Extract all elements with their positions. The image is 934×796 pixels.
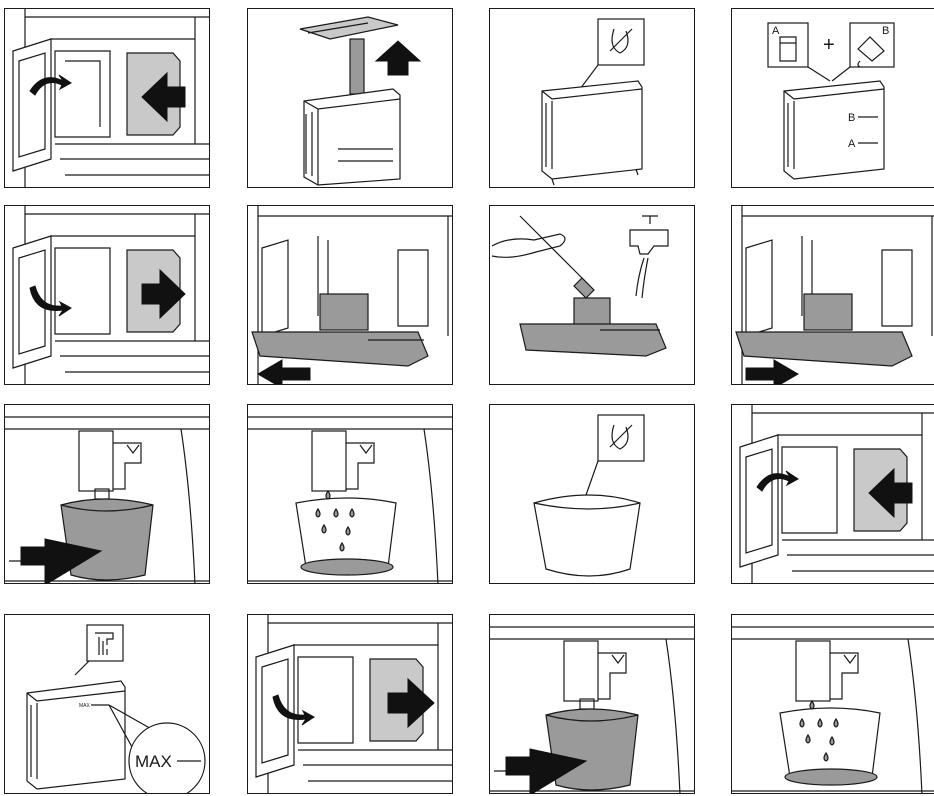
level-a-label: A — [848, 138, 856, 150]
no-dishwasher-symbol-frame — [598, 415, 644, 461]
illustration-container-no-dishwasher — [490, 405, 695, 584]
step-4-descaler-mix: A + B B A — [731, 8, 934, 188]
illustration-container-insert — [490, 615, 695, 794]
illustration-lift-lid — [248, 9, 453, 188]
step-8-insert-drip-tray — [731, 205, 934, 385]
illustration-remove-tank — [248, 615, 453, 794]
illustration-tank-no-dishwasher — [490, 9, 695, 188]
level-b-label: B — [848, 112, 855, 124]
container-icon — [534, 495, 640, 576]
water-tap-symbol-frame — [87, 625, 123, 661]
max-label: MAX — [135, 752, 172, 771]
step-16-container-filling — [731, 614, 934, 794]
illustration-drip-tray-out — [248, 206, 453, 385]
arrow-push-icon — [746, 360, 798, 385]
plus-sign: + — [823, 34, 835, 56]
arrow-pull-icon — [258, 360, 310, 385]
illustration-container-insert — [5, 405, 210, 584]
illustration-container-filling — [248, 405, 453, 584]
step-1-insert-tank — [4, 8, 210, 188]
step-14-remove-tank — [247, 614, 453, 794]
step-15-place-container — [489, 614, 695, 794]
step-9-place-container — [4, 404, 210, 584]
no-dishwasher-symbol-frame — [598, 19, 644, 65]
illustration-insert-tank — [732, 405, 934, 584]
arrow-up-icon — [376, 41, 420, 75]
illustration-remove-tank — [5, 206, 210, 385]
tap-icon — [630, 230, 668, 254]
label-b: B — [882, 25, 889, 37]
illustration-descaler-mix: A + B B A — [732, 9, 934, 188]
label-a: A — [772, 25, 780, 37]
brush-icon — [574, 278, 594, 298]
step-5-remove-tank — [4, 205, 210, 385]
illustration-container-filling — [732, 615, 934, 794]
max-mark-small: MAX — [79, 703, 91, 709]
step-2-remove-tank-lid — [247, 8, 453, 188]
illustration-insert-tank — [5, 9, 210, 188]
illustration-tank-fill-max: MAX MAX — [5, 615, 210, 794]
step-13-fill-to-max: MAX MAX — [4, 614, 210, 794]
step-12-insert-tank — [731, 404, 934, 584]
illustration-clean-brush-tap — [490, 206, 695, 385]
step-7-clean-drip-tray — [489, 205, 695, 385]
step-11-container-not-dishwasher-safe — [489, 404, 695, 584]
step-3-tank-not-dishwasher-safe — [489, 8, 695, 188]
step-10-container-filling — [247, 404, 453, 584]
step-6-pull-drip-tray — [247, 205, 453, 385]
tap-handle-icon — [642, 216, 658, 224]
hand-icon — [492, 234, 565, 257]
illustration-drip-tray-in — [732, 206, 934, 385]
